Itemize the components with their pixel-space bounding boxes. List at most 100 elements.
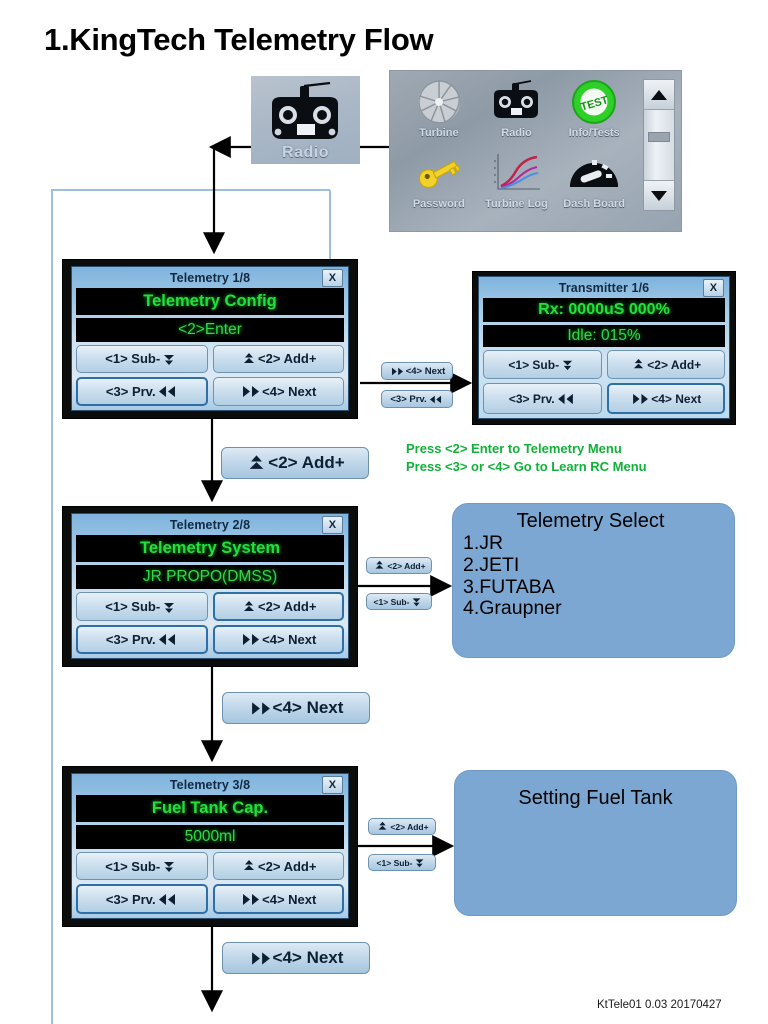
button-sub[interactable]: <1> Sub- (483, 350, 602, 379)
connector-button-add-to-telemetry-select[interactable]: <2> Add+ (366, 557, 432, 574)
connector-button-prv-to-transmitter[interactable]: <3> Prv. (381, 390, 453, 408)
panel-title-text: Transmitter 1/6 (558, 281, 650, 295)
connector-button-sub-to-telemetry-select[interactable]: <1> Sub- (366, 593, 432, 610)
button-sub[interactable]: <1> Sub- (76, 852, 208, 880)
button-next[interactable]: <4> Next (606, 383, 725, 414)
connector-button-next-to-telemetry3[interactable]: <4> Next (222, 692, 370, 724)
document-footer: KtTele01 0.03 20170427 (597, 999, 722, 1011)
double-chevron-down-icon (414, 857, 425, 868)
connector-button-sub-to-fuel-tank[interactable]: <1> Sub- (368, 854, 436, 871)
list-item: 2.JETI (463, 553, 520, 576)
list-item: 3.FUTABA (463, 575, 555, 598)
panel-value: <2>Enter (76, 318, 344, 342)
list-item: 4.Graupner (463, 597, 562, 620)
triangle-up-icon (651, 89, 667, 100)
scrollbar-thumb[interactable] (648, 132, 670, 142)
button-prv[interactable]: <3> Prv. (483, 383, 602, 414)
gsu-item-radio[interactable]: Radio (478, 75, 556, 146)
connector-button-label: <4> Next (272, 948, 344, 967)
double-chevron-down-icon (162, 352, 176, 366)
callout-title: Telemetry Select (516, 510, 665, 532)
panel-heading: Fuel Tank Cap. (76, 795, 344, 822)
double-chevron-up-icon (377, 821, 388, 832)
panel-value: 5000ml (76, 825, 344, 849)
panel-telemetry-3-8[interactable]: Telemetry 3/8 X Fuel Tank Cap. 5000ml <1… (63, 767, 357, 926)
transmitter-icon (264, 81, 348, 153)
double-arrow-right-icon (391, 367, 404, 376)
button-next[interactable]: <4> Next (212, 884, 344, 914)
double-chevron-up-icon (242, 859, 256, 873)
button-add-label: <2> Add+ (258, 858, 317, 874)
button-next-label: <4> Next (262, 632, 317, 647)
panel-title: Telemetry 3/8 X (76, 776, 344, 795)
button-prv[interactable]: <3> Prv. (76, 625, 208, 654)
scroll-down-button[interactable] (644, 180, 674, 210)
button-sub[interactable]: <1> Sub- (76, 592, 208, 621)
double-arrow-left-icon (158, 385, 176, 398)
connector-button-add-to-fuel-tank[interactable]: <2> Add+ (368, 818, 436, 835)
gsu-item-password[interactable]: Password (400, 146, 478, 217)
double-arrow-left-icon (158, 893, 176, 906)
connector-button-next-bottom[interactable]: <4> Next (222, 942, 370, 974)
scroll-up-button[interactable] (644, 80, 674, 110)
button-sub[interactable]: <1> Sub- (76, 345, 208, 373)
button-add-label: <2> Add+ (258, 351, 317, 367)
button-next-label: <4> Next (262, 891, 317, 907)
button-add[interactable]: <2> Add+ (212, 345, 344, 373)
gsu-scrollbar[interactable] (643, 79, 675, 211)
page-title: 1.KingTech Telemetry Flow (44, 22, 434, 57)
button-add-label: <2> Add+ (647, 357, 702, 372)
connector-button-add-to-telemetry2[interactable]: <2> Add+ (221, 447, 369, 479)
close-icon[interactable]: X (322, 269, 343, 287)
gsu-item-turbine[interactable]: Turbine (400, 75, 478, 146)
button-next[interactable]: <4> Next (212, 625, 344, 654)
list-item: 1.JR (463, 532, 504, 554)
gsu-item-label: Turbine (419, 127, 459, 139)
button-prv-label: <3> Prv. (105, 632, 156, 647)
gsu-main-menu-screen[interactable]: Turbine Radio T (389, 70, 682, 232)
connector-button-label: <4> Next (405, 365, 446, 377)
double-arrow-right-icon (251, 701, 271, 716)
double-arrow-right-icon (242, 633, 260, 646)
panel-title: Telemetry 1/8 X (76, 269, 344, 288)
button-next-label: <4> Next (262, 383, 317, 399)
gsu-item-label: Info/Tests (568, 127, 620, 139)
triangle-down-icon (651, 190, 667, 201)
instruction-note: Press <2> Enter to Telemetry Menu Press … (406, 440, 647, 475)
gsu-item-turbine-log[interactable]: Turbine Log (478, 146, 556, 217)
panel-telemetry-2-8[interactable]: Telemetry 2/8 X Telemetry System JR PROP… (63, 507, 357, 666)
instruction-line-2: Press <3> or <4> Go to Learn RC Menu (406, 458, 647, 474)
panel-transmitter-1-6[interactable]: Transmitter 1/6 X Rx: 0000uS 000% Idle: … (473, 272, 735, 424)
close-icon[interactable]: X (322, 516, 343, 534)
button-add[interactable]: <2> Add+ (606, 350, 725, 379)
double-chevron-down-icon (162, 600, 176, 614)
button-sub-label: <1> Sub- (105, 858, 161, 874)
button-sub-label: <1> Sub- (508, 357, 560, 372)
gsu-item-label: Turbine Log (485, 198, 548, 210)
gsu-item-dash-board[interactable]: Dash Board (555, 146, 633, 217)
close-icon[interactable]: X (703, 279, 724, 297)
panel-title: Transmitter 1/6 X (483, 279, 725, 298)
turbine-wheel-icon (416, 78, 462, 126)
panel-value: Idle: 015% (483, 325, 725, 347)
button-next[interactable]: <4> Next (212, 376, 344, 406)
double-chevron-up-icon (247, 454, 266, 473)
button-sub-label: <1> Sub- (105, 599, 161, 614)
gsu-item-label: Dash Board (563, 198, 626, 210)
double-arrow-right-icon (242, 385, 260, 398)
close-icon[interactable]: X (322, 776, 343, 794)
button-prv[interactable]: <3> Prv. (76, 884, 208, 914)
test-circle-icon: TEST (571, 78, 617, 126)
button-add[interactable]: <2> Add+ (212, 592, 344, 621)
gsu-item-info-tests[interactable]: TEST Info/Tests (555, 75, 633, 146)
panel-title: Telemetry 2/8 X (76, 516, 344, 535)
callout-title: Setting Fuel Tank (518, 787, 673, 809)
connector-button-label: <1> Sub- (376, 857, 413, 868)
button-prv-label: <3> Prv. (105, 891, 156, 907)
button-prv[interactable]: <3> Prv. (76, 376, 208, 406)
key-icon (414, 149, 464, 197)
button-add[interactable]: <2> Add+ (212, 852, 344, 880)
gsu-item-label: Radio (501, 127, 532, 139)
connector-button-next-to-transmitter[interactable]: <4> Next (381, 362, 453, 380)
panel-telemetry-1-8[interactable]: Telemetry 1/8 X Telemetry Config <2>Ente… (63, 260, 357, 418)
